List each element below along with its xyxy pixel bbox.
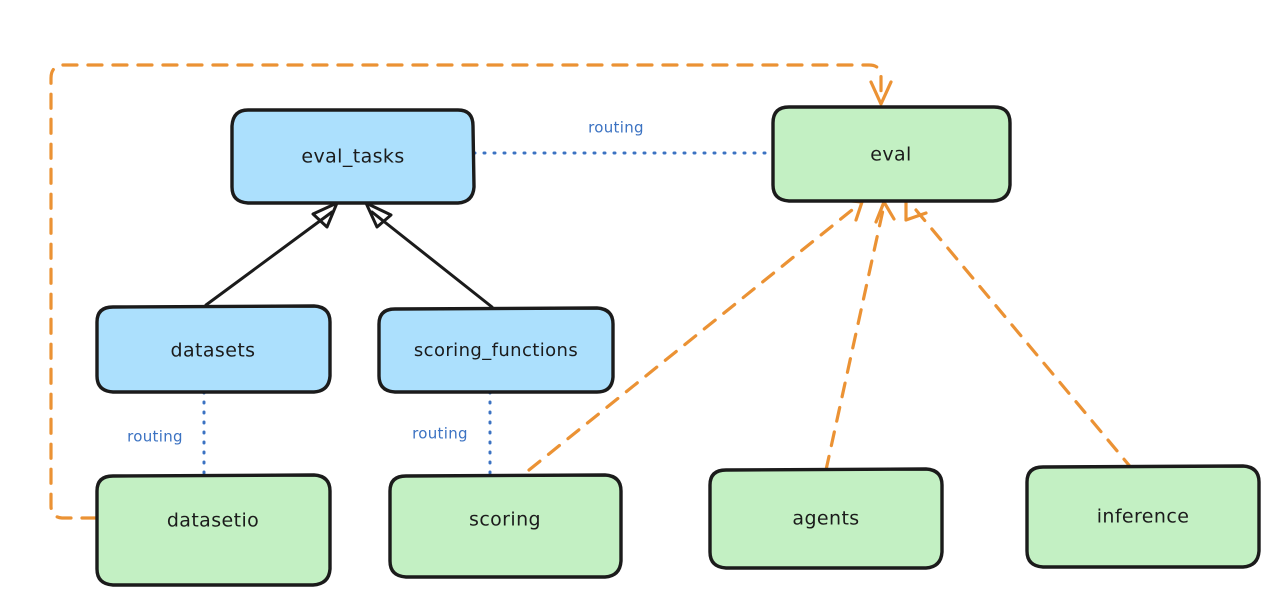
node-label-eval_tasks: eval_tasks [301,146,404,168]
node-label-agents: agents [792,508,859,530]
edge-inference-eval [904,198,1135,472]
edge-agents-eval [824,200,896,472]
node-label-inference: inference [1097,506,1190,528]
node-eval_tasks[interactable]: eval_tasks [230,108,476,205]
node-label-eval: eval [870,144,911,166]
arrowhead-datasets-eval_tasks [311,201,339,229]
node-label-datasetio: datasetio [167,510,259,532]
edge-scoring_functions-eval_tasks [364,201,494,309]
edge-datasetio-eval [49,63,893,520]
node-inference[interactable]: inference [1025,464,1261,569]
edge-label-datasets-datasetio: routing [127,428,183,446]
edge-scoring_functions-scoring: routing [412,390,492,476]
node-label-scoring: scoring [469,509,541,531]
arrowhead-datasetio-eval [869,80,893,106]
edge-datasets-datasetio: routing [127,390,206,476]
arrowhead-agents-eval [874,200,896,224]
node-layer: eval_tasks eval datasets scoring_functio… [95,105,1261,587]
node-eval[interactable]: eval [771,105,1012,203]
node-datasetio[interactable]: datasetio [95,473,332,587]
edge-layer: routing routing routing [49,63,1135,520]
node-scoring_functions[interactable]: scoring_functions [377,306,615,394]
node-datasets[interactable]: datasets [95,304,332,394]
node-agents[interactable]: agents [708,467,944,570]
node-scoring[interactable]: scoring [388,473,623,579]
node-label-datasets: datasets [171,340,256,362]
edge-label-scoring_functions-scoring: routing [412,425,468,443]
edge-datasets-eval_tasks [204,201,339,307]
arrowhead-scoring_functions-eval_tasks [364,201,393,229]
edge-label-eval_tasks-eval: routing [588,119,644,137]
node-label-scoring_functions: scoring_functions [414,340,578,361]
edge-eval_tasks-eval: routing [472,119,772,155]
arrowhead-inference-eval [904,198,928,222]
